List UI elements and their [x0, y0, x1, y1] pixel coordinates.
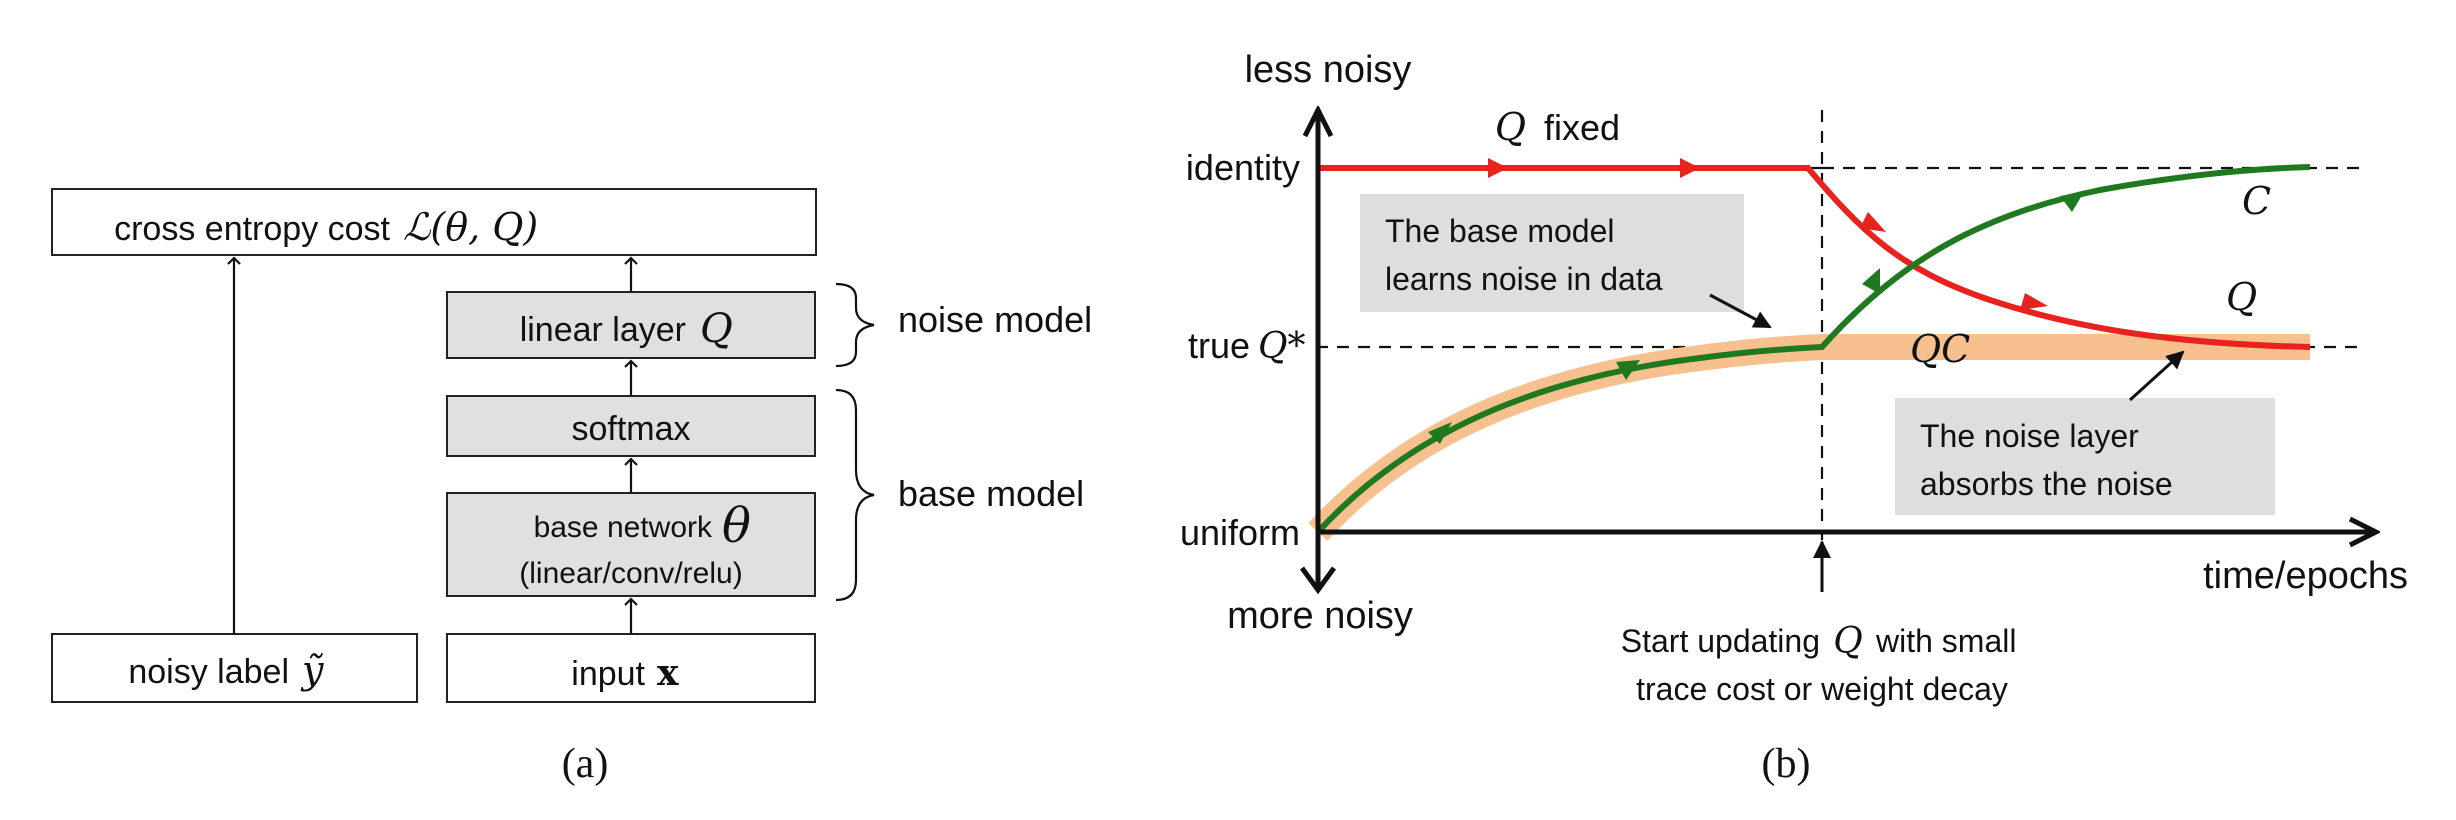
panel-b: The base model learns noise in data The …	[1180, 49, 2408, 787]
noise-layer-callout-line2: absorbs the noise	[1920, 466, 2173, 502]
annotation-line2: trace cost or weight decay	[1636, 671, 2008, 707]
input-box: input x	[446, 633, 816, 703]
y-axis-down-arrow	[1299, 566, 1337, 595]
base-model-brace	[835, 388, 875, 602]
input-label: input	[571, 655, 645, 693]
base-network-box: base network θ (linear/conv/relu)	[446, 492, 816, 597]
q-curve-red	[1318, 165, 2311, 350]
theta-math: θ	[722, 498, 751, 554]
noise-layer-callout-arrow	[2128, 350, 2185, 402]
noisy-label-box: noisy label ỹ	[51, 633, 418, 703]
q-curve-arrowhead-4	[2020, 293, 2048, 310]
tick-uniform: uniform	[1180, 512, 1300, 553]
softmax-box: softmax	[446, 395, 816, 457]
c-curve-arrowhead-4	[2060, 192, 2084, 212]
base-model-callout-line1: The base model	[1385, 213, 1614, 249]
y-bottom-label: more noisy	[1227, 595, 1413, 637]
q-curve-arrowheads	[1488, 158, 2048, 310]
c-curve-label: C	[2242, 179, 2271, 223]
tick-identity: identity	[1186, 147, 1300, 188]
noise-layer-callout-line1: The noise layer	[1920, 418, 2139, 454]
flow-arrows	[227, 256, 638, 634]
c-curve-arrowhead-2	[1616, 360, 1640, 380]
base-model-callout-arrow	[1709, 293, 1772, 329]
linear-layer-math: Q	[700, 306, 733, 352]
base-model-callout-line2: learns noise in data	[1385, 261, 1663, 297]
annotation-line1-end: with small	[1875, 623, 2016, 659]
caption-b: (b)	[1762, 741, 1811, 787]
cost-box: cross entropy cost ℒ(θ, Q)	[51, 188, 817, 256]
x-axis-label: time/epochs	[2203, 555, 2408, 597]
noisy-label-math: ỹ	[300, 648, 324, 692]
noisy-label-text: noisy label	[128, 653, 289, 691]
q-fixed-math: Q	[1495, 105, 1526, 149]
cost-box-label: cross entropy cost	[114, 210, 390, 248]
base-model-callout: The base model learns noise in data	[1360, 194, 1744, 312]
noise-model-label: noise model	[898, 299, 1092, 340]
noise-model-brace	[835, 282, 875, 368]
caption-a: (a)	[562, 741, 609, 787]
noise-layer-callout: The noise layer absorbs the noise	[1895, 398, 2275, 515]
c-curve-green	[1315, 164, 2311, 535]
q-fixed-label: fixed	[1544, 107, 1620, 148]
qc-curve-label: QC	[1910, 327, 1970, 371]
q-curve-label: Q	[2226, 275, 2257, 319]
base-network-label: base network	[534, 511, 713, 544]
base-network-sublabel: (linear/conv/relu)	[519, 557, 742, 590]
q-curve-arrowhead-3	[1860, 212, 1886, 232]
panel-a: cross entropy cost ℒ(θ, Q) linear layer …	[51, 188, 1092, 787]
c-curve-arrowhead-1	[1428, 422, 1452, 444]
y-top-label: less noisy	[1245, 49, 1412, 91]
c-curve-arrowheads	[1428, 192, 2084, 444]
annotation-line1-start: Start updating	[1621, 623, 1820, 659]
q-curve-arrowhead-1	[1488, 158, 1508, 178]
q-curve-arrowhead-2	[1680, 158, 1700, 178]
tick-true: true	[1188, 325, 1250, 366]
c-curve-arrowhead-3	[1862, 268, 1880, 294]
linear-layer-label: linear layer	[520, 311, 686, 349]
input-math: x	[657, 652, 679, 694]
softmax-label: softmax	[571, 410, 690, 448]
base-model-label: base model	[898, 473, 1084, 514]
annotation-line1-math: Q	[1833, 621, 1863, 662]
tick-true-math: Q*	[1258, 326, 1306, 367]
cost-box-math: ℒ(θ, Q)	[403, 205, 538, 249]
linear-layer-box: linear layer Q	[446, 291, 816, 359]
